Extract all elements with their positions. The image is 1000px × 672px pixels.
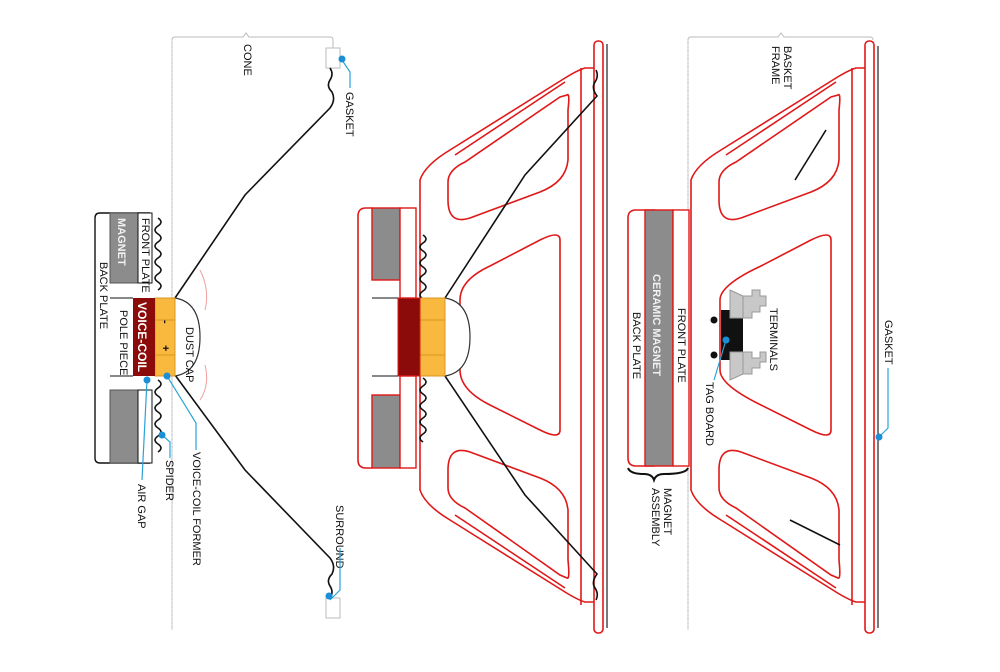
magnet-top: [109, 212, 139, 284]
dot-former: [163, 372, 171, 380]
magnet-assembly-brace: [627, 467, 689, 484]
voice-coil-former: [154, 297, 176, 377]
dust-cap-guide: [199, 269, 208, 311]
terminal-top-base: [729, 289, 744, 319]
label-back-plate: BACK PLATE: [97, 262, 109, 329]
leader-gasket-3: [878, 368, 889, 438]
basket-window-bottom-3: [718, 449, 841, 579]
front-plate-3: [672, 209, 690, 467]
magnet-top-2: [371, 207, 401, 281]
panel-cone-assembly: CONE GASKET SURROUND DUST CAP VOICE-COIL…: [94, 32, 355, 630]
label-air-gap: AIR GAP: [135, 484, 147, 529]
spider-upper-2: [419, 234, 427, 300]
voice-coil-2: [397, 297, 421, 377]
label-basket-frame-2: FRAME: [769, 46, 781, 85]
basket-window-middle: [459, 234, 561, 436]
leader-former: [166, 375, 197, 450]
label-voice-coil: VOICE-COIL: [135, 302, 149, 372]
label-back-plate-3: BACK PLATE: [630, 312, 642, 379]
leader-air-gap: [141, 379, 148, 481]
dust-cap: [174, 297, 201, 377]
terminal-screw-bottom: [710, 351, 718, 359]
gasket-bottom: [325, 597, 341, 619]
terminal-top: [742, 289, 767, 319]
label-surround: SURROUND: [333, 505, 345, 569]
magnet-bottom-2: [371, 394, 401, 469]
dot-spider: [158, 431, 166, 439]
front-plate-top: [137, 212, 153, 284]
rim-front: [593, 40, 604, 634]
label-spider: SPIDER: [163, 460, 175, 501]
basket-window-bottom: [447, 449, 570, 579]
back-plate-3: [627, 209, 655, 467]
cone-lower: [174, 374, 335, 599]
label-minus: -: [159, 320, 171, 324]
label-magnet: MAGNET: [115, 218, 127, 266]
rim-front-3: [864, 40, 875, 634]
basket-outline-3: [690, 67, 865, 603]
leader-spider: [161, 434, 171, 458]
dot-gasket: [338, 55, 346, 63]
label-gasket: GASKET: [343, 92, 355, 137]
label-magnet-assembly-1: MAGNET: [661, 488, 673, 535]
basket-rib-3: [725, 514, 837, 589]
dot-gasket-3: [875, 433, 883, 441]
dust-cap-guide-2: [199, 364, 208, 401]
label-tb-minus: -: [729, 325, 741, 329]
label-pole-piece: POLE PIECE: [117, 310, 129, 375]
basket-window-top-3: [718, 93, 841, 221]
label-magnet-assembly-2: ASSEMBLY: [649, 488, 661, 547]
terminal-bottom: [742, 351, 767, 375]
label-cone: CONE: [241, 44, 253, 76]
front-plate-top-2: [399, 207, 417, 299]
panel-basket-and-magnet: - + BASKET FRAME GASKET TERMINALS TAG BO…: [627, 32, 894, 634]
leader-tag-board: [713, 339, 727, 381]
spider-lower-2: [419, 377, 427, 443]
spider-lower: [154, 379, 162, 453]
label-plus: +: [159, 345, 171, 351]
front-plate-bottom-2: [399, 375, 417, 469]
cone-fragment: [789, 519, 841, 546]
basket-window-middle-3: [719, 234, 832, 436]
basket-bracket: [687, 32, 874, 630]
cone-bracket: [171, 32, 334, 630]
basket-rib: [454, 81, 566, 156]
gasket-top: [325, 47, 341, 69]
back-plate: [94, 212, 150, 464]
back-plate-2: [357, 207, 372, 469]
former-2: [419, 297, 446, 377]
dot-surround: [325, 592, 333, 600]
label-ceramic-magnet: CERAMIC MAGNET: [650, 274, 662, 376]
terminal-screw-top: [710, 316, 718, 324]
leader-gasket: [341, 59, 351, 88]
cone-lower-2: [444, 375, 599, 601]
cone-fragment: [794, 129, 827, 181]
label-tag-board: TAG BOARD: [703, 382, 715, 446]
terminal-bottom-base: [729, 351, 744, 381]
tag-board: [721, 310, 743, 360]
panel-assembled-driver: [357, 40, 608, 634]
basket-rib-3: [725, 81, 837, 156]
leader-surround: [329, 548, 341, 601]
label-voice-coil-former: VOICE-COIL FORMER: [190, 452, 202, 566]
label-basket-frame-1: BASKET: [781, 46, 793, 90]
label-tb-plus: +: [729, 342, 741, 348]
cone-upper: [174, 67, 335, 299]
label-dust-cap: DUST CAP: [183, 327, 195, 382]
spider-upper: [154, 217, 162, 291]
dot-air-gap: [143, 376, 151, 384]
cone-upper-2: [444, 69, 599, 299]
label-front-plate: FRONT PLATE: [139, 218, 151, 293]
label-gasket-3: GASKET: [882, 320, 894, 365]
magnet-bottom: [109, 389, 139, 464]
label-terminals: TERMINALS: [767, 308, 779, 371]
dot-tag-board: [722, 336, 730, 344]
voice-coil: [133, 298, 155, 376]
basket-window-top: [447, 93, 570, 221]
dust-cap-2: [444, 297, 471, 377]
basket-rib: [454, 514, 566, 589]
ceramic-magnet: [644, 209, 674, 467]
label-front-plate-3: FRONT PLATE: [675, 308, 687, 383]
